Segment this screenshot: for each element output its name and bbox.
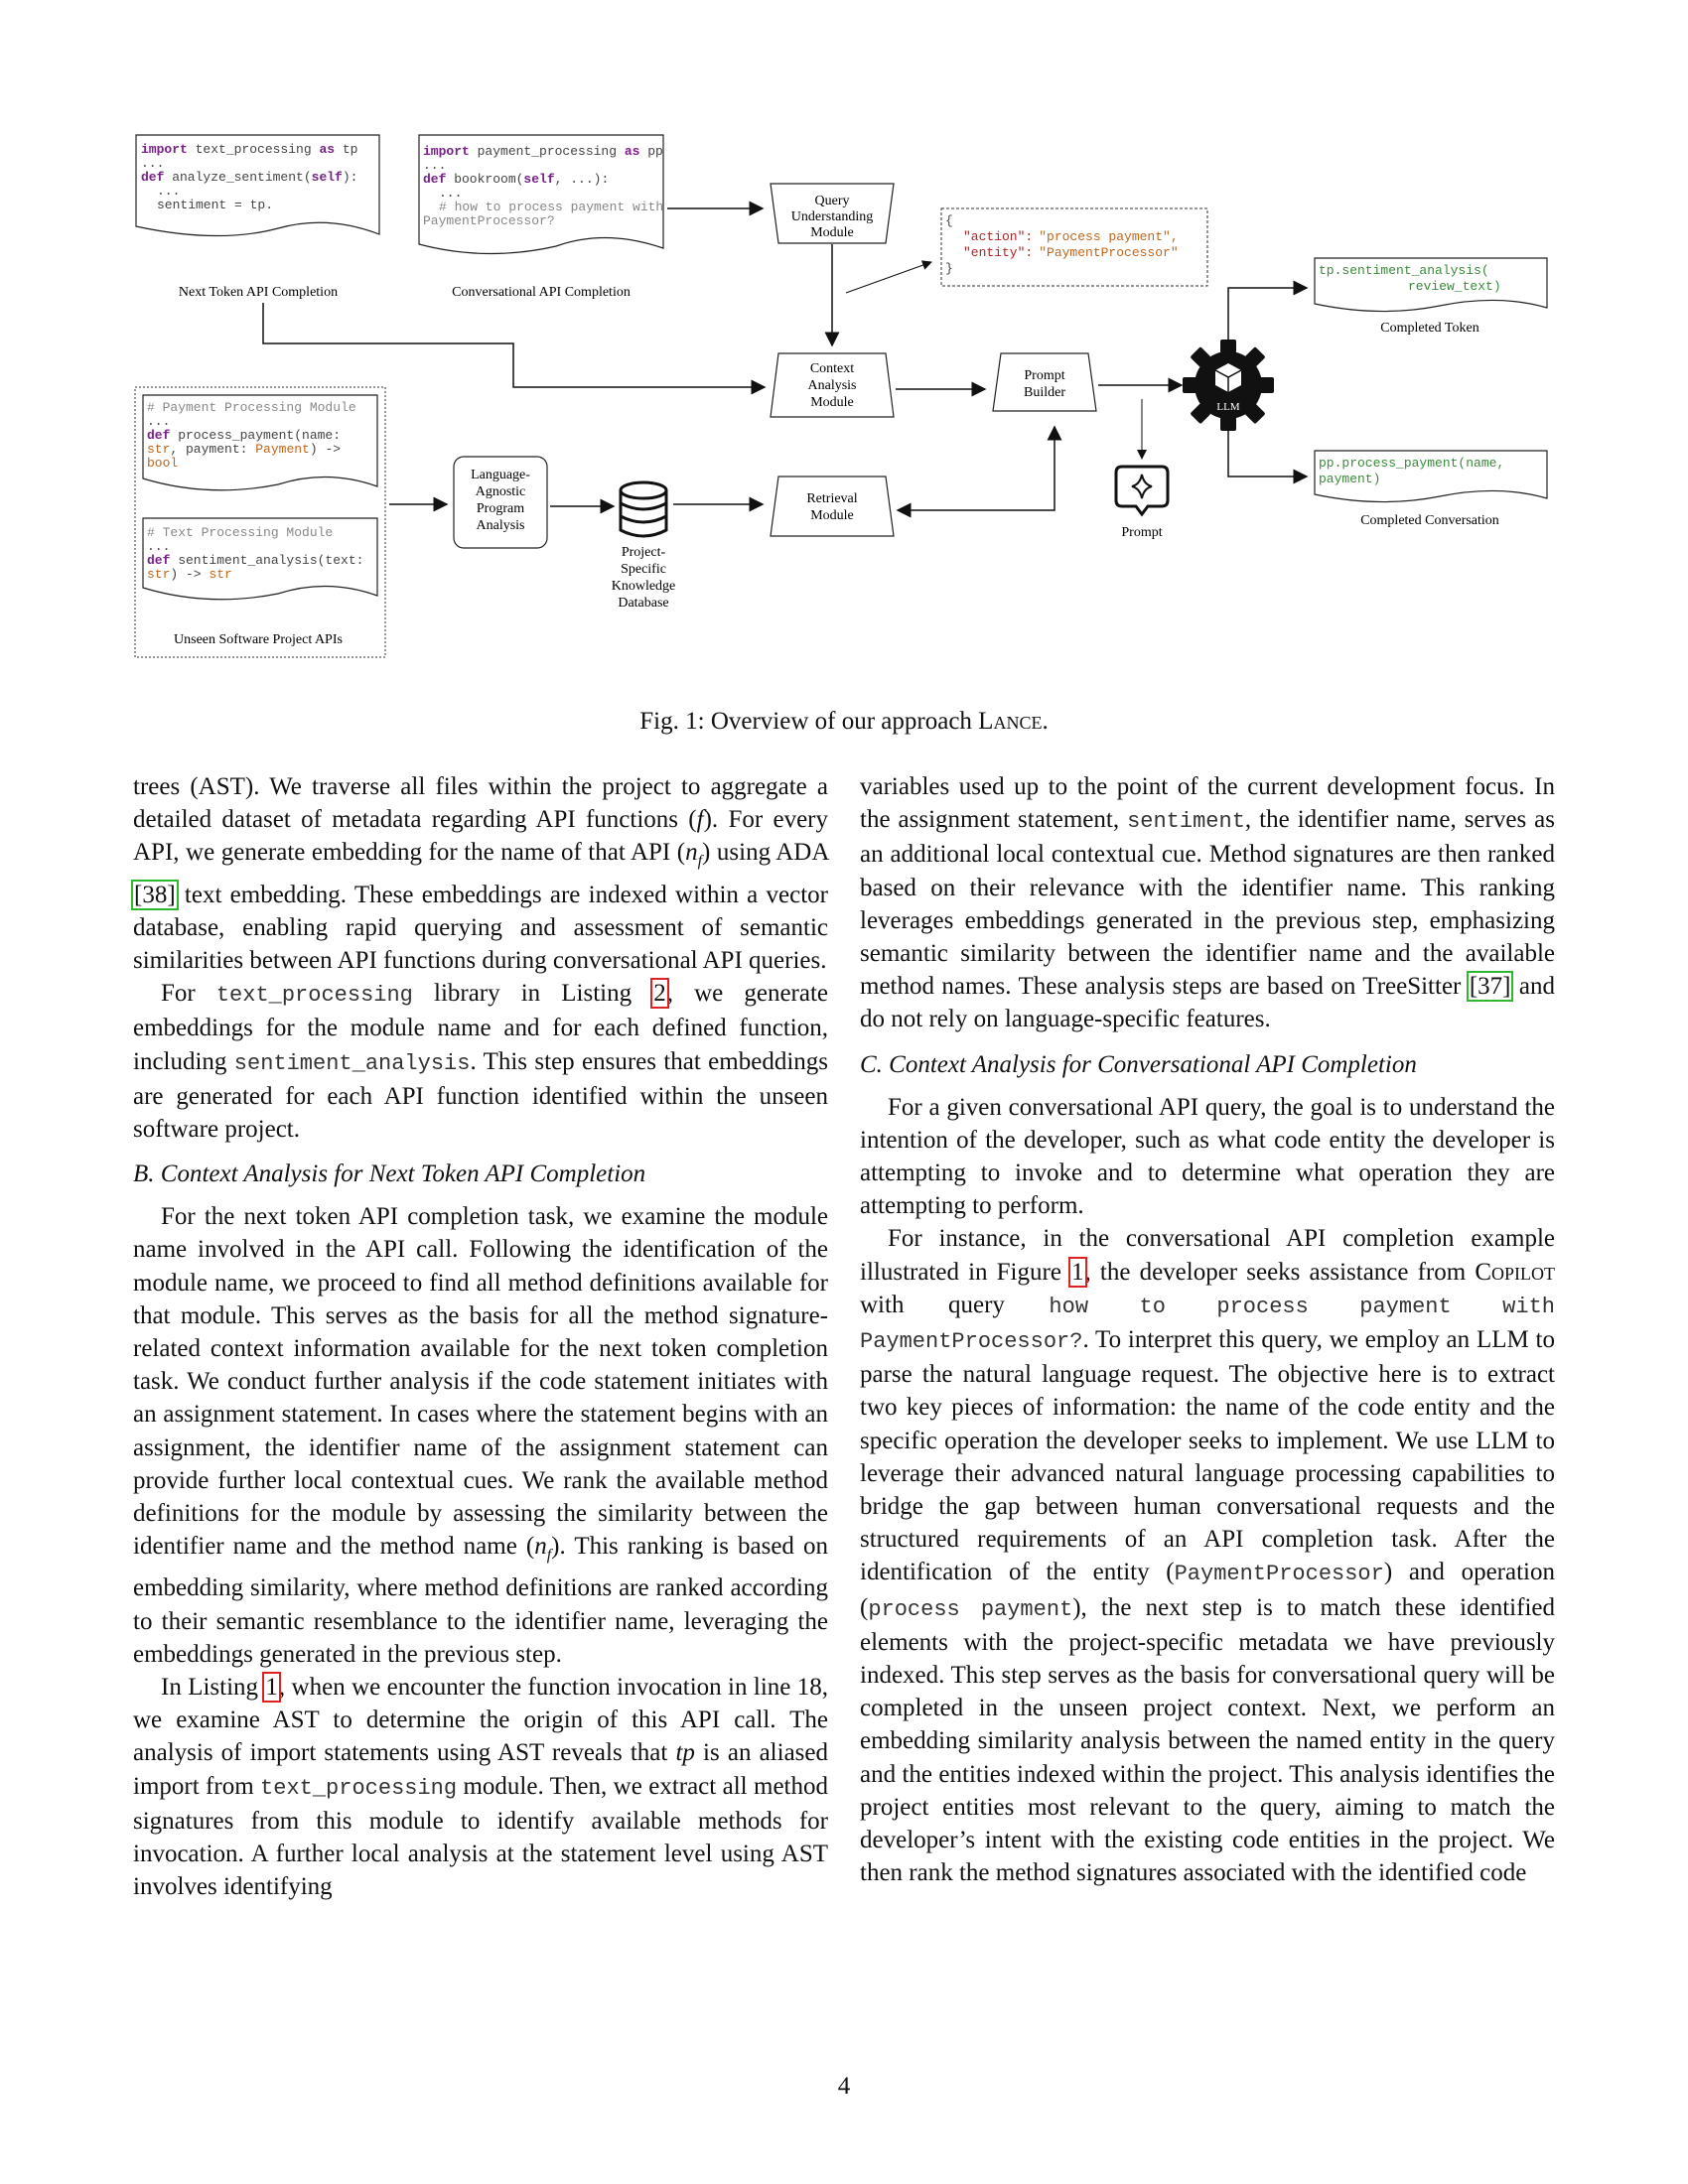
svg-text:def process_payment(name:: def process_payment(name: — [147, 428, 341, 443]
prompt-builder: Prompt Builder — [992, 352, 1097, 412]
svg-text:str) -> str: str) -> str — [147, 567, 232, 582]
right-paragraph-3: For instance, in the conversational API … — [860, 1225, 1555, 1887]
svg-text:{: { — [945, 213, 953, 228]
overview-figure: import text_processing as tp ... def ana… — [134, 134, 1548, 658]
database-label-3: Knowledge — [612, 579, 676, 594]
database-icon — [619, 480, 668, 538]
doc-mid-line2: ... — [423, 158, 446, 173]
svg-text:}: } — [945, 261, 953, 276]
unseen-apis-label: Unseen Software Project APIs — [174, 632, 343, 647]
llm-icon: LLM — [1183, 340, 1274, 431]
doc-mid-line5: # how to process payment with — [439, 200, 663, 214]
page-number: 4 — [837, 2073, 851, 2100]
svg-text:Language-: Language- — [471, 468, 530, 482]
svg-text:bool: bool — [147, 456, 178, 471]
completed-conversation-doc: pp.process_payment(name, payment) — [1314, 450, 1548, 503]
query-understanding-module: Query Understanding Module — [770, 183, 895, 244]
conversational-label: Conversational API Completion — [452, 285, 631, 300]
svg-text:str, payment: Payment) ->: str, payment: Payment) -> — [147, 442, 341, 457]
svg-text:Query: Query — [815, 194, 850, 208]
database-label-1: Project- — [622, 545, 666, 560]
left-paragraph-4: In Listing 1, when we encounter the func… — [133, 1672, 828, 1901]
svg-text:def analyze_sentiment(self):: def analyze_sentiment(self): — [141, 170, 357, 185]
doc-left-line2: ... — [141, 156, 164, 171]
svg-text:...: ... — [147, 539, 170, 554]
doc-mid-line6: PaymentProcessor? — [423, 213, 555, 228]
citation-link[interactable]: [38] — [131, 879, 179, 910]
section-heading-b: B. Context Analysis for Next Token API C… — [133, 1160, 646, 1188]
svg-text:Analysis: Analysis — [808, 378, 857, 393]
conversational-code-doc: import payment_processing as pp ... def … — [418, 134, 664, 255]
figure-caption: Fig. 1: Overview of our approach Lance. — [639, 708, 1049, 735]
svg-text:import payment_processing as p: import payment_processing as pp — [423, 144, 663, 159]
svg-text:import text_processing as tp: import text_processing as tp — [141, 142, 357, 157]
listing-ref-link[interactable]: 1 — [262, 1672, 281, 1704]
right-paragraph-2: For a given conversational API query, th… — [860, 1093, 1555, 1220]
completed-token-doc: tp.sentiment_analysis( review_text) — [1314, 257, 1548, 313]
svg-text:Context: Context — [810, 361, 854, 376]
svg-text:Agnostic: Agnostic — [476, 484, 526, 499]
section-heading-c: C. Context Analysis for Conversational A… — [860, 1050, 1417, 1078]
svg-text:def bookroom(self, ...):: def bookroom(self, ...): — [423, 172, 609, 187]
svg-text:Program: Program — [477, 501, 524, 516]
listing-ref-link[interactable]: 2 — [650, 978, 669, 1010]
svg-text:pp.process_payment(name,: pp.process_payment(name, — [1319, 456, 1504, 471]
svg-text:# Payment Processing Module: # Payment Processing Module — [147, 400, 356, 415]
svg-text:Module: Module — [810, 508, 854, 523]
payment-module-doc: # Payment Processing Module ... def proc… — [142, 394, 378, 491]
svg-text:# Text Processing Module: # Text Processing Module — [147, 525, 333, 540]
database-label-4: Database — [618, 596, 668, 611]
svg-text:"entity":"PaymentProcessor": "entity":"PaymentProcessor" — [963, 245, 1179, 260]
unseen-apis-container — [134, 386, 386, 658]
left-paragraph-2: For text_processing library in Listing 2… — [133, 978, 829, 1144]
doc-left-line4: ... — [157, 184, 180, 199]
svg-text:LLM: LLM — [1216, 401, 1239, 413]
extracted-json-box: { "action":"process payment", "entity":"… — [940, 207, 1208, 287]
svg-text:Module: Module — [810, 395, 854, 410]
citation-link[interactable]: [37] — [1466, 971, 1514, 1003]
svg-text:Analysis: Analysis — [477, 518, 525, 533]
svg-text:Builder: Builder — [1024, 385, 1065, 400]
prompt-label: Prompt — [1121, 525, 1162, 540]
svg-text:...: ... — [147, 414, 170, 429]
right-paragraph-1: variables used up to the point of the cu… — [860, 773, 1555, 1033]
svg-text:"action":"process payment",: "action":"process payment", — [963, 229, 1179, 244]
completed-conversation-label: Completed Conversation — [1360, 513, 1499, 528]
retrieval-module: Retrieval Module — [770, 476, 895, 537]
database-label-2: Specific — [621, 562, 666, 577]
svg-text:tp.sentiment_analysis(: tp.sentiment_analysis( — [1319, 263, 1489, 278]
text-module-doc: # Text Processing Module ... def sentime… — [142, 517, 378, 601]
svg-text:payment): payment) — [1319, 472, 1380, 486]
svg-text:def sentiment_analysis(text:: def sentiment_analysis(text: — [147, 553, 363, 568]
svg-text:review_text): review_text) — [1408, 279, 1501, 294]
doc-left-line5: sentiment = tp. — [157, 198, 273, 212]
left-paragraph-3: For the next token API completion task, … — [133, 1203, 828, 1668]
left-paragraph-1: trees (AST). We traverse all files withi… — [131, 773, 829, 975]
svg-text:Retrieval: Retrieval — [806, 491, 857, 506]
right-column: variables used up to the point of the cu… — [860, 770, 1555, 1890]
next-token-code-doc: import text_processing as tp ... def ana… — [135, 134, 380, 237]
context-analysis-module: Context Analysis Module — [770, 352, 895, 418]
svg-text:Understanding: Understanding — [791, 209, 873, 224]
prompt-icon — [1114, 465, 1170, 517]
svg-text:Prompt: Prompt — [1024, 368, 1064, 383]
figure-ref-link[interactable]: 1 — [1068, 1256, 1087, 1288]
next-token-label: Next Token API Completion — [179, 285, 338, 300]
doc-mid-line4: ... — [439, 186, 462, 201]
language-agnostic-analysis: Language- Agnostic Program Analysis — [453, 456, 548, 549]
completed-token-label: Completed Token — [1380, 321, 1478, 336]
svg-text:Module: Module — [810, 225, 854, 240]
left-column: trees (AST). We traverse all files withi… — [131, 770, 829, 1904]
